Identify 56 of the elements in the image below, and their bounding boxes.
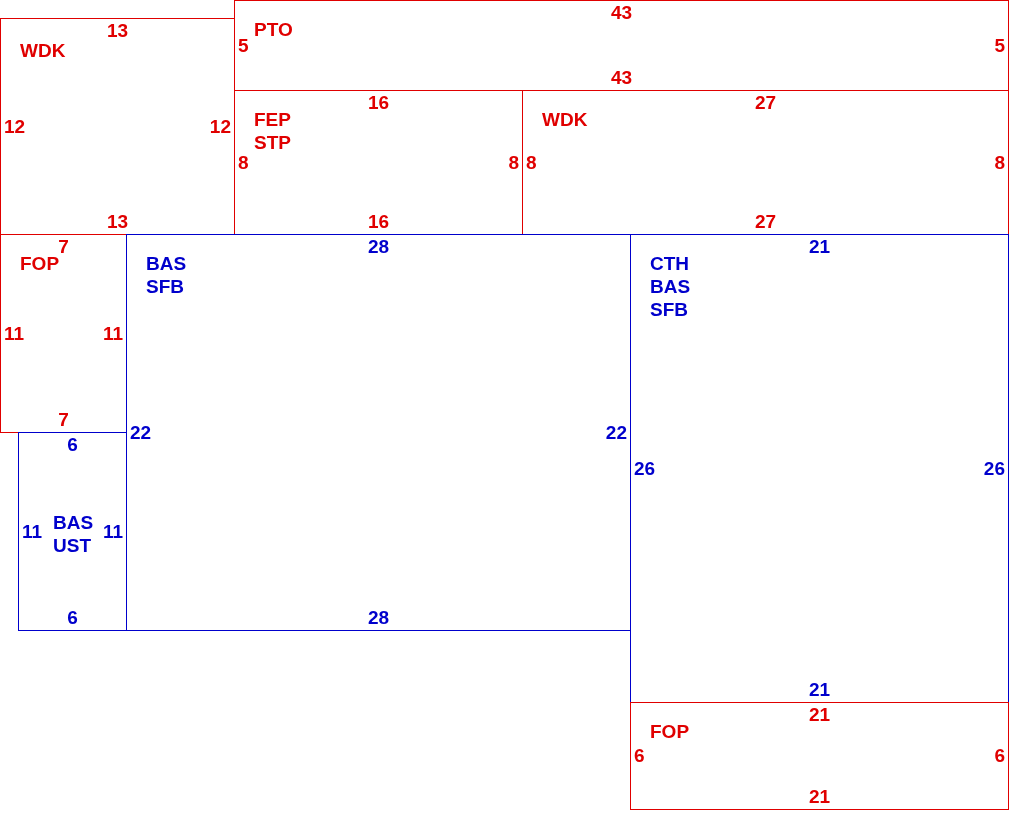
dimension-value: 13 (106, 21, 129, 41)
room-rectangle (630, 234, 1009, 703)
dimension-value: 22 (130, 422, 152, 443)
dimension-value: 11 (22, 521, 43, 542)
dimension-value: 7 (58, 410, 69, 430)
room-code: UST (53, 534, 91, 557)
dimension-value: 11 (4, 323, 25, 344)
dimension-value: 5 (238, 35, 249, 56)
dimension-value: 8 (526, 152, 537, 173)
dimension-value: 13 (106, 212, 129, 232)
dimension-value: 8 (238, 152, 249, 173)
dimension-value: 43 (610, 3, 633, 23)
room-code: SFB (650, 298, 688, 321)
room-code: FEP (254, 108, 291, 131)
dimension-value: 27 (754, 212, 777, 232)
room-code: BAS (650, 275, 691, 298)
room-code: WDK (542, 108, 588, 131)
dimension-value: 26 (634, 458, 656, 479)
room-rectangle (234, 0, 1009, 91)
dimension-value: 21 (808, 237, 831, 257)
dimension-value: 6 (67, 435, 78, 455)
dimension-value: 12 (4, 116, 26, 137)
dimension-value: 5 (994, 35, 1005, 56)
dimension-value: 21 (808, 680, 831, 700)
room-code: WDK (20, 39, 66, 62)
room-code: BAS (146, 252, 187, 275)
room-rectangle (0, 18, 235, 235)
dimension-value: 16 (367, 212, 390, 232)
room-code: FOP (650, 720, 690, 743)
dimension-value: 6 (634, 746, 645, 766)
dimension-value: 8 (994, 152, 1005, 173)
dimension-value: 21 (808, 705, 831, 725)
dimension-value: 11 (102, 323, 123, 344)
dimension-value: 11 (102, 521, 123, 542)
dimension-value: 8 (508, 152, 519, 173)
room-code: SFB (146, 275, 184, 298)
room-rectangle (126, 234, 631, 631)
room-rectangle (18, 432, 127, 631)
room-rectangle (630, 702, 1009, 810)
dimension-value: 28 (367, 237, 390, 257)
dimension-value: 28 (367, 608, 390, 628)
dimension-value: 16 (367, 93, 390, 113)
dimension-value: 6 (994, 746, 1005, 766)
room-code: FOP (20, 253, 60, 275)
dimension-value: 21 (808, 787, 831, 807)
room-code: STP (254, 131, 291, 154)
room-code: CTH (650, 252, 690, 275)
dimension-value: 6 (67, 608, 78, 628)
dimension-value: 26 (983, 458, 1005, 479)
dimension-value: 12 (209, 116, 231, 137)
room-code: BAS (53, 511, 94, 534)
dimension-value: 27 (754, 93, 777, 113)
dimension-value: 22 (605, 422, 627, 443)
dimension-value: 7 (58, 237, 69, 257)
room-code: PTO (254, 18, 293, 41)
dimension-value: 43 (610, 68, 633, 88)
